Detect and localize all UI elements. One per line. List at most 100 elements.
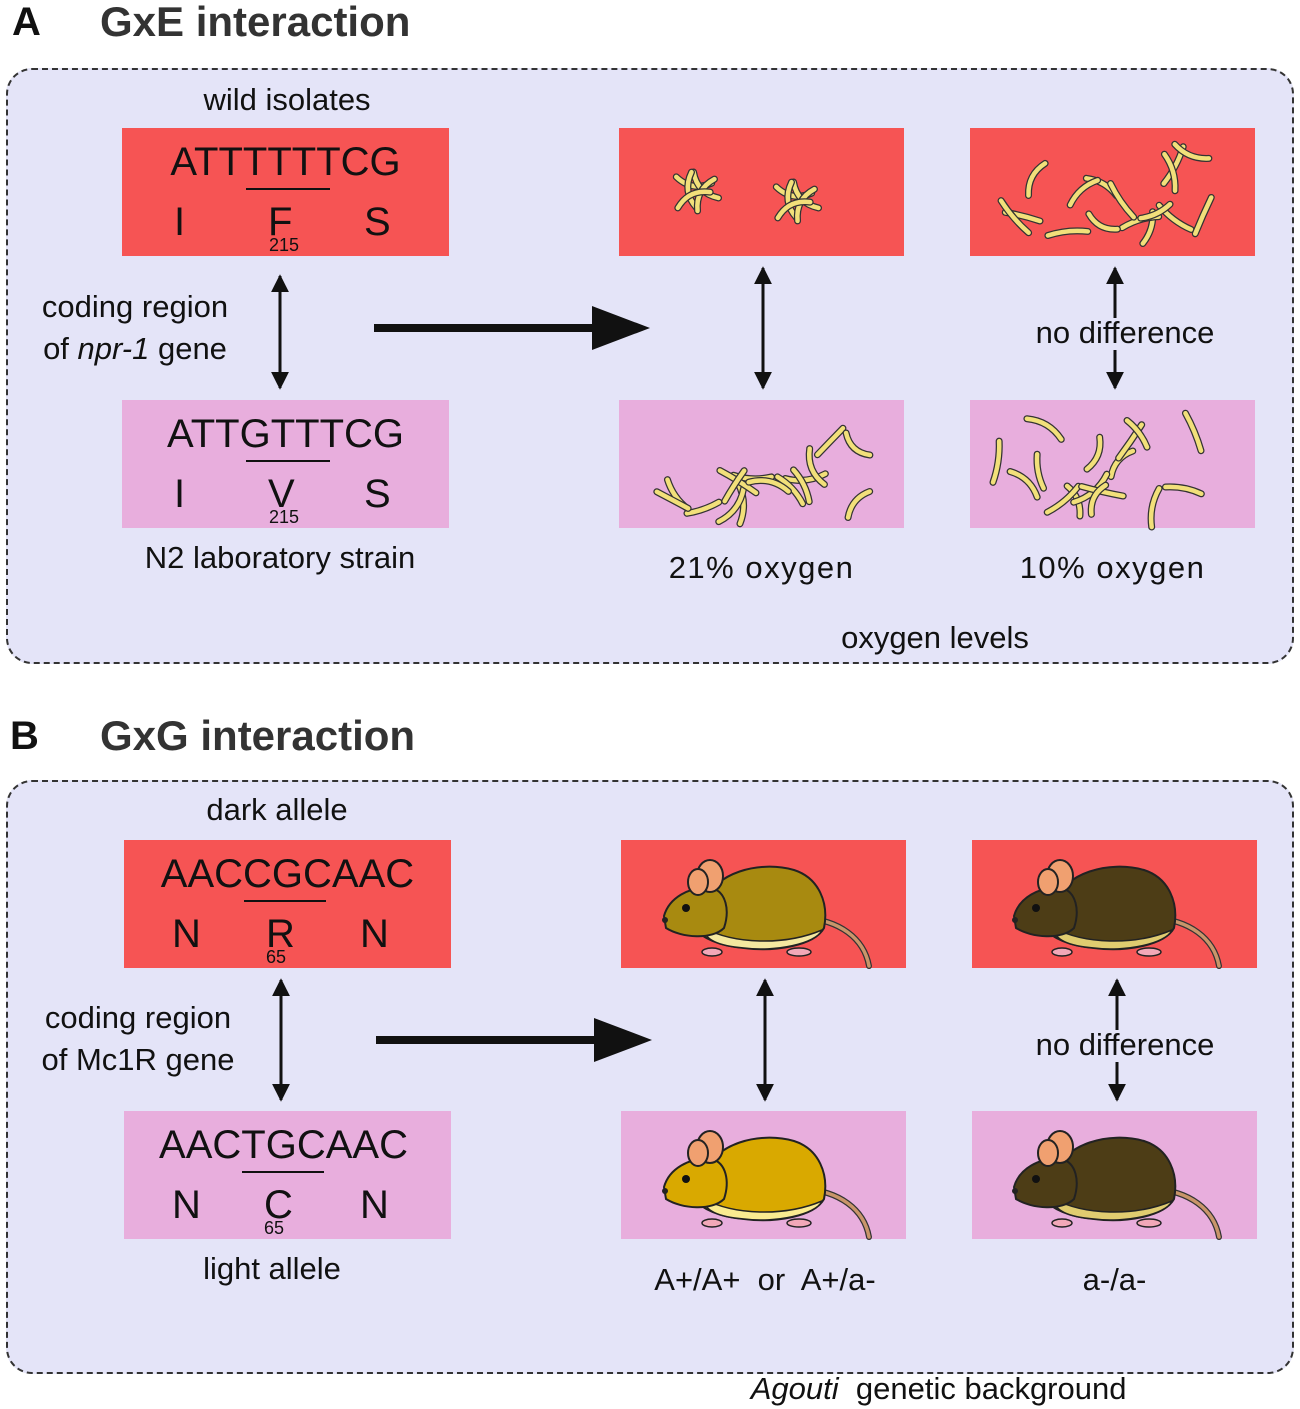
sequence-prefix: ATT [167,412,240,456]
amino-acid-left: I [174,200,186,244]
worm-icon [1025,159,1049,199]
codon-underline [244,900,326,902]
codon-underline [246,460,330,462]
mouse-icon [1012,859,1222,969]
panel-a-wild-sequence-box: ATTTTTTCG I F S 215 [122,128,449,256]
panel-b-top-allele-label: dark allele [206,792,348,827]
worm-icon [989,437,1003,486]
mouse-group [662,859,1222,1240]
mouse-icon [662,1130,872,1240]
worm-icon [674,188,714,212]
right-arrow-icon [376,1018,652,1062]
worm-icon [1083,433,1104,473]
residue-position: 65 [265,947,287,967]
sequence-prefix: AAC [159,1123,242,1167]
sequence-codon: TTT [242,140,317,184]
gene-label-suffix: gene [149,331,227,366]
sequence-suffix: TCG [316,140,401,184]
sequence-suffix: AAC [331,852,415,896]
genotype-nonagouti: a-/a- [1082,1262,1147,1297]
amino-acid-mutated: F [268,200,293,244]
worm-icon [734,480,748,528]
residue-position: 215 [268,235,300,255]
amino-acid-left: I [174,472,186,516]
worm-icon [745,477,792,495]
worm-icon [1087,481,1110,518]
amino-acid-right: S [364,200,391,244]
worm-icon [1107,180,1138,221]
panel-a-wild-21-box [619,128,904,256]
worm-icon [1044,227,1092,239]
worm-icon [1137,200,1174,222]
condition-10-oxygen: 10% oxygen [1019,550,1206,585]
amino-acid-right: S [364,472,391,516]
worm-icon [721,467,748,505]
amino-acid-right: N [360,1183,389,1227]
amino-acid-mutated: V [268,472,295,516]
worm-icon [842,429,874,459]
condition-21-oxygen: 21% oxygen [668,550,855,585]
panel-b-bottom-allele-label: light allele [203,1251,341,1286]
sequence-codon: TGC [241,1123,326,1167]
sequence-text: AACCGCAAC [124,854,451,894]
panel-b-title: GxG interaction [100,712,416,759]
panel-b-gene-label: coding region of Mc1R gene [22,997,254,1081]
amino-acid-right: N [360,912,389,956]
panel-a-letter: A [12,0,41,44]
sequence-codon: GTT [239,412,320,456]
panel-a-n2-sequence-box: ATTGTTTCG I V S 215 [122,400,449,528]
amino-acid-mutated: C [264,1183,293,1227]
worm-icon [997,197,1033,237]
amino-acid-left: N [172,1183,201,1227]
panel-a-no-difference: no difference [1035,315,1215,350]
sequence-suffix: TCG [319,412,404,456]
worm-icon [1160,150,1179,195]
worm-icon [1171,140,1213,162]
worm-icon [1033,450,1048,492]
worm-icon [781,470,829,484]
worm-icon [1181,409,1205,455]
panel-a-bottom-allele-label: N2 laboratory strain [144,540,416,575]
worm-icon [774,198,814,222]
codon-underline [246,188,330,190]
sequence-text: AACTGCAAC [120,1125,447,1165]
residue-position: 215 [268,507,300,527]
panel-b-dark-sequence-box: AACCGCAAC N R N 65 [124,840,451,968]
worm-icon [683,498,723,517]
genotype-agouti: A+/A+ or A+/a- [654,1262,876,1297]
panel-a-top-allele-label: wild isolates [203,82,371,117]
worm-icon [1023,415,1065,443]
panel-a-factor-label: oxygen levels [841,620,1029,655]
residue-position: 65 [263,1218,285,1238]
amino-acid-left: N [172,912,201,956]
worm-icon [1085,210,1121,233]
worm-icon [1147,484,1163,531]
gene-label-of: of [43,331,78,366]
worm-icon [1191,193,1215,238]
codon-underline [242,1171,324,1173]
worm-icon [790,466,813,506]
panel-b-no-difference: no difference [1035,1027,1215,1062]
worm-group [653,140,1215,531]
worm-icon [805,445,828,488]
panel-b-letter: B [10,714,39,758]
sequence-prefix: AAC [160,852,244,896]
worm-icon [1066,176,1102,209]
panel-a-gene-label: coding region of npr-1 gene [20,286,250,370]
worm-icon [813,424,847,459]
sequence-prefix: ATT [170,140,243,184]
mouse-icon [1012,1130,1222,1240]
mouse-icon [662,859,872,969]
panel-a-title: GxE interaction [100,0,411,45]
gene-name: npr-1 [77,331,150,366]
worm-icon [1115,421,1146,462]
sequence-suffix: AAC [325,1123,408,1167]
diagram-overlay [271,140,1222,1240]
worm-icon [1161,483,1205,498]
gene-label-line1: coding region [41,289,229,324]
amino-acid-mutated: R [266,912,295,956]
panel-a-n2-21-box [619,400,904,528]
panel-b-light-sequence-box: AACTGCAAC N C N 65 [124,1111,451,1239]
gene-label-line2: of Mc1R gene [41,1042,235,1077]
gene-label-line1: coding region [44,1000,232,1035]
